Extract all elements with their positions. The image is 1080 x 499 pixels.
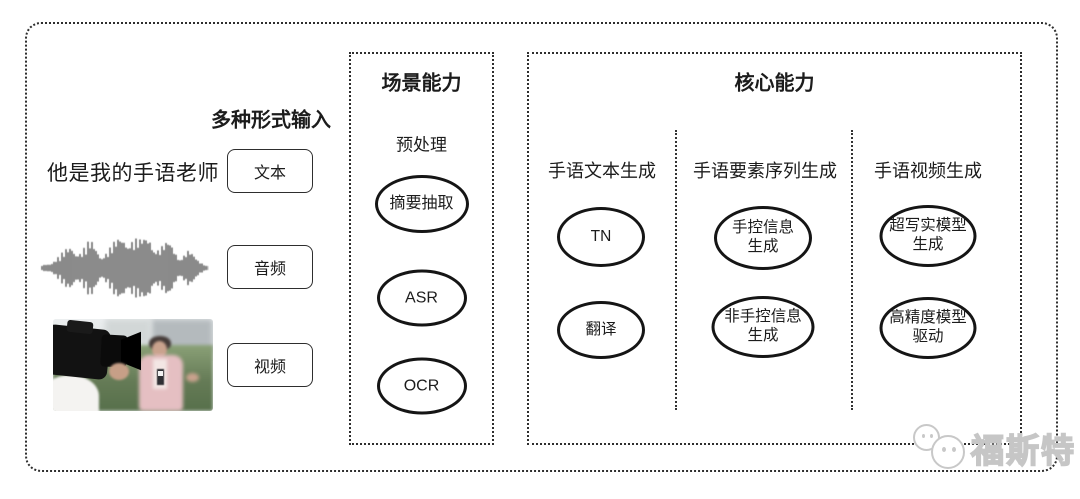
scene-capability-box: 场景能力 预处理 摘要抽取 ASR OCR bbox=[349, 52, 494, 445]
sample-text-sentence: 他是我的手语老师 bbox=[47, 162, 219, 185]
core-box-title: 核心能力 bbox=[734, 72, 815, 95]
photo-microphone bbox=[157, 369, 164, 385]
input-type-audio-box: 音频 bbox=[227, 245, 313, 289]
input-section-heading: 多种形式输入 bbox=[211, 109, 331, 132]
column-header-sign-text-generation: 手语文本生成 bbox=[548, 161, 656, 181]
photo-cameraman-hand bbox=[109, 363, 129, 380]
node-summary-extraction: 摘要抽取 bbox=[374, 175, 469, 233]
watermark: 福斯特 bbox=[905, 420, 1075, 478]
scene-box-subtitle: 预处理 bbox=[396, 135, 447, 155]
node-high-precision-model-driving: 高精度模型 驱动 bbox=[879, 297, 977, 359]
column-header-sign-video-generation: 手语视频生成 bbox=[874, 161, 982, 181]
node-ocr: OCR bbox=[376, 357, 467, 415]
input-type-video-box: 视频 bbox=[227, 343, 313, 387]
diagram-outer-border bbox=[25, 22, 1058, 472]
chat-mascot-icon bbox=[931, 435, 965, 469]
photo-camera-viewfinder bbox=[66, 319, 94, 335]
photo-reporter-face bbox=[152, 341, 167, 358]
node-manual-info-generation: 手控信息 生成 bbox=[714, 206, 812, 270]
watermark-text: 福斯特 bbox=[970, 431, 1076, 470]
photo-microphone-logo bbox=[158, 371, 163, 376]
node-translation: 翻译 bbox=[557, 301, 645, 359]
column-header-sign-element-sequence-generation: 手语要素序列生成 bbox=[693, 161, 837, 181]
scene-box-title: 场景能力 bbox=[381, 72, 462, 95]
node-hyperrealistic-model-generation: 超写实模型 生成 bbox=[879, 205, 977, 267]
column-divider bbox=[851, 130, 853, 410]
video-still-thumbnail bbox=[53, 319, 213, 411]
input-type-text-box: 文本 bbox=[227, 149, 313, 193]
photo-camera-lens-hood bbox=[121, 331, 141, 371]
photo-cameraman-shoulder bbox=[53, 375, 99, 411]
column-divider bbox=[675, 130, 677, 410]
node-asr: ASR bbox=[376, 269, 467, 327]
audio-waveform-icon bbox=[40, 229, 209, 307]
node-non-manual-info-generation: 非手控信息 生成 bbox=[711, 296, 815, 358]
photo-reporter-hand bbox=[186, 373, 199, 382]
core-capability-box: 核心能力 手语文本生成 手语要素序列生成 手语视频生成 TN 翻译 手控信息 生… bbox=[527, 52, 1022, 445]
node-tn: TN bbox=[557, 207, 645, 267]
